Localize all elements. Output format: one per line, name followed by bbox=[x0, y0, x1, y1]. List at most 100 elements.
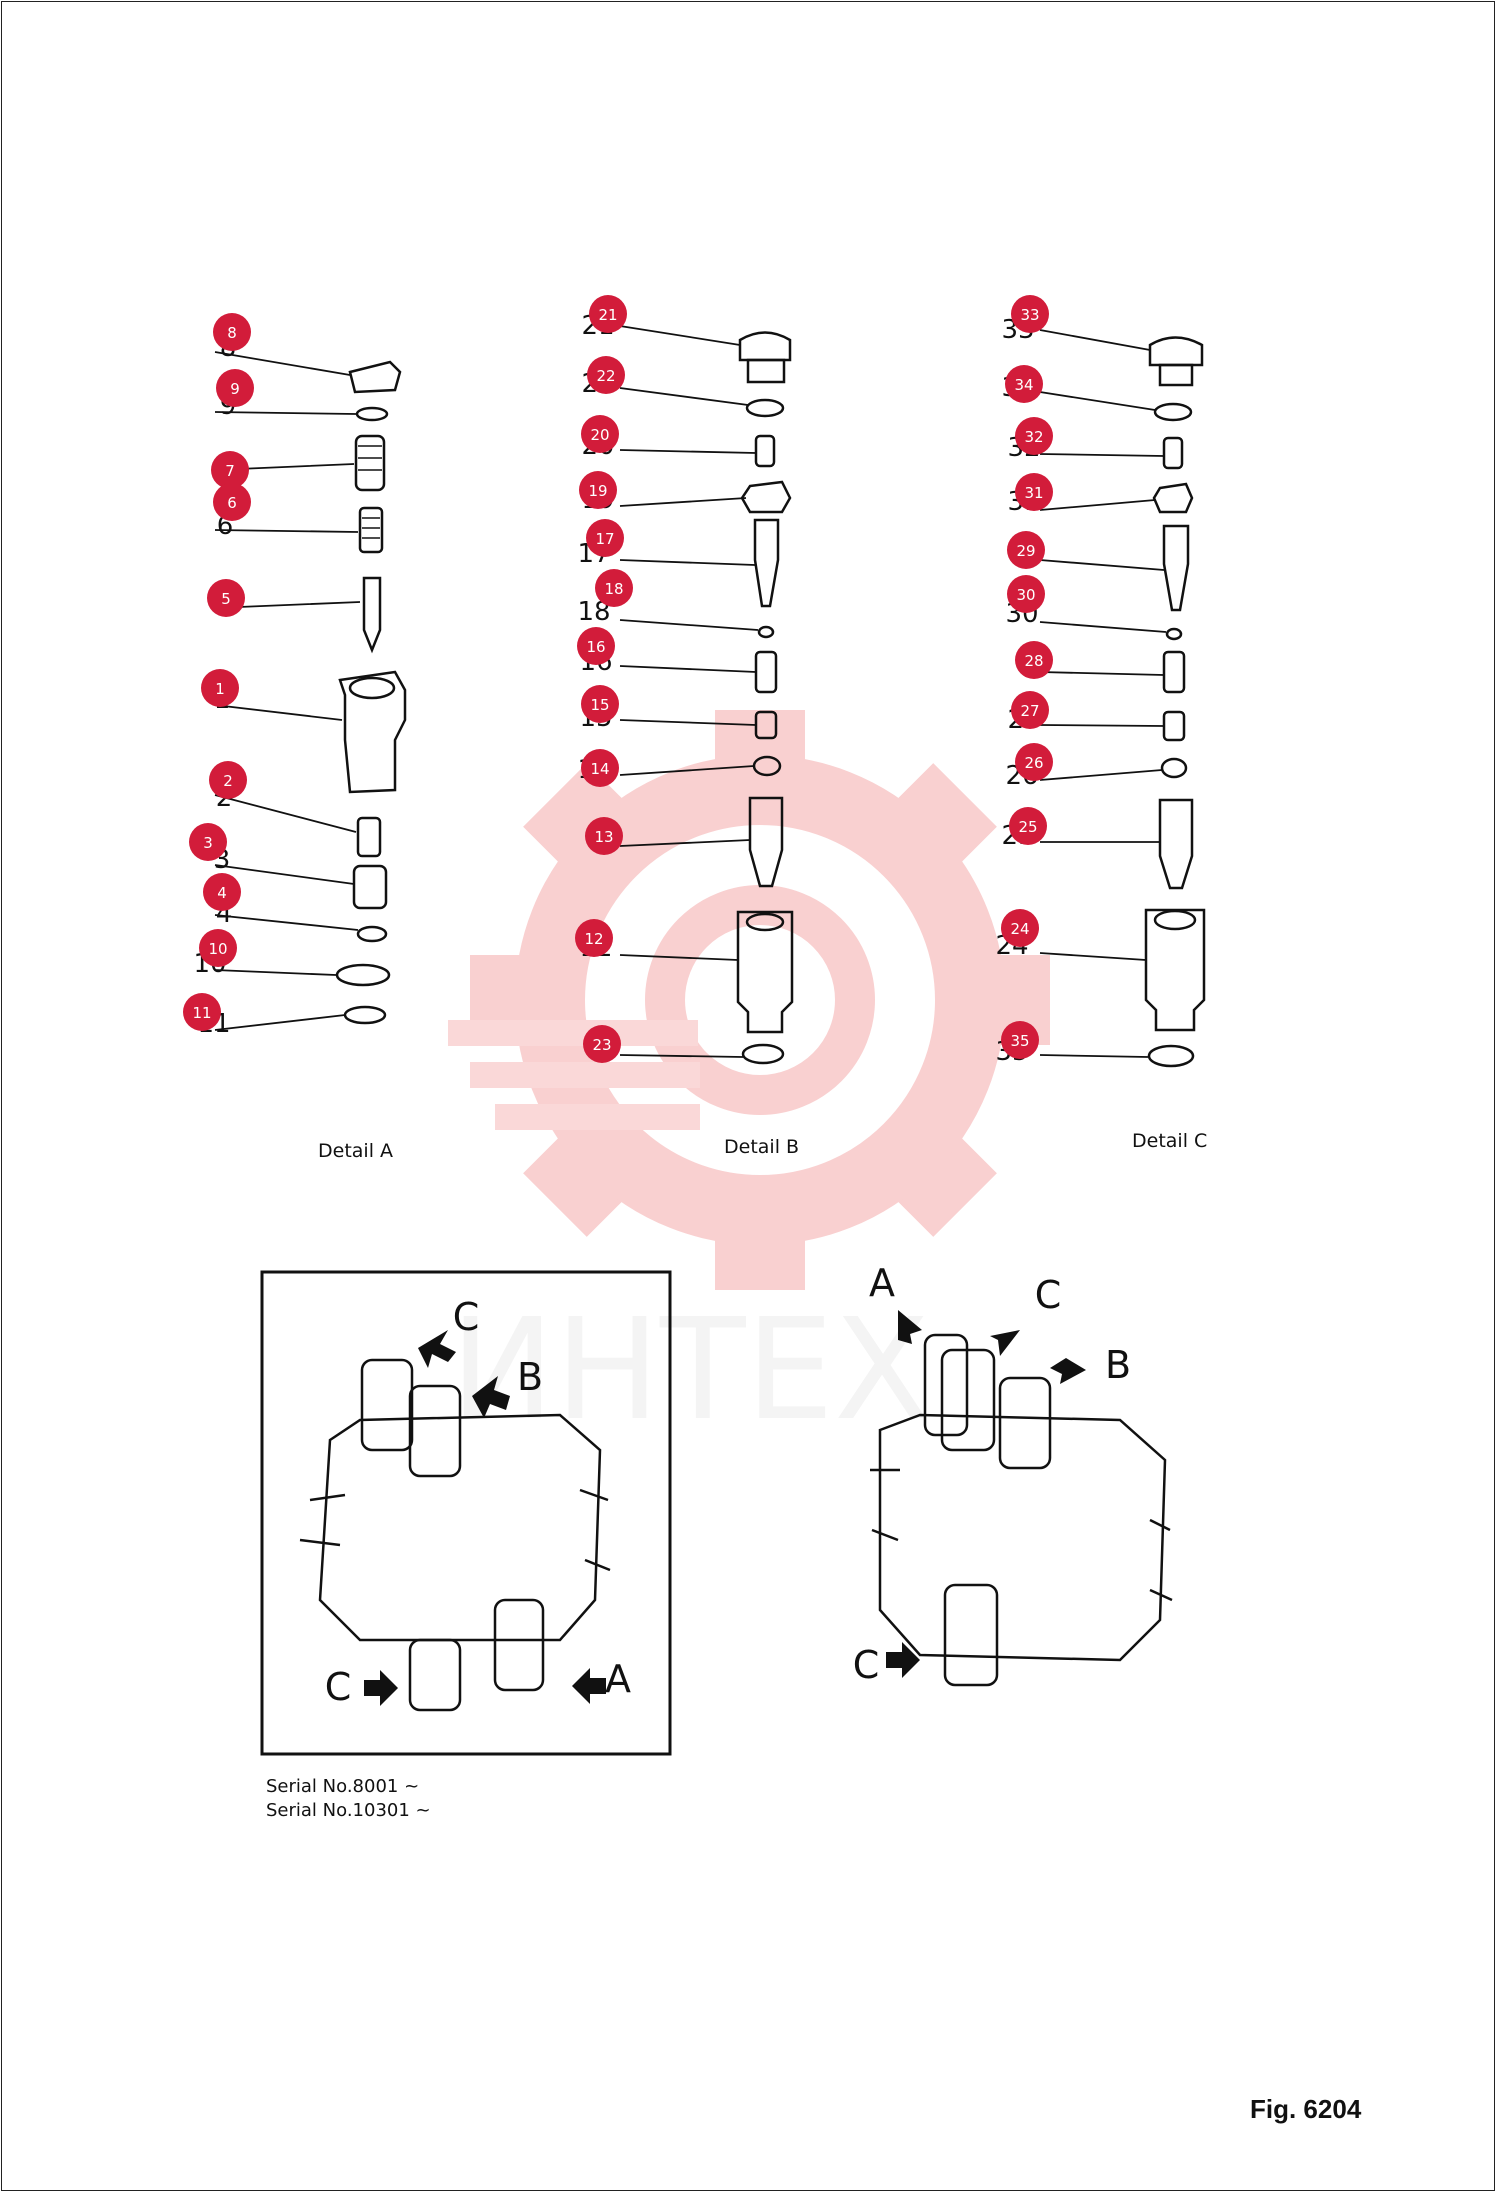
assembly-left-label-c: C bbox=[325, 1665, 352, 1709]
svg-text:26: 26 bbox=[1024, 754, 1043, 772]
svg-text:18: 18 bbox=[604, 580, 623, 598]
assembly-right-label-c: C bbox=[853, 1643, 880, 1687]
callout-badge-17: 17 bbox=[586, 519, 624, 557]
svg-text:24: 24 bbox=[1010, 920, 1029, 938]
callout-badge-35: 35 bbox=[1001, 1021, 1039, 1059]
valve-b-top-right bbox=[998, 1376, 1052, 1470]
callout-badge-29: 29 bbox=[1007, 531, 1045, 569]
assembly-left-label-c: C bbox=[453, 1295, 480, 1339]
callout-badge-8: 8 bbox=[213, 313, 251, 351]
callout-badge-10: 10 bbox=[199, 929, 237, 967]
arrow-c-bottom-right-icon bbox=[886, 1642, 920, 1678]
callout-badge-20: 20 bbox=[581, 415, 619, 453]
callout-badge-25: 25 bbox=[1009, 807, 1047, 845]
svg-text:23: 23 bbox=[592, 1036, 611, 1054]
detail-b-caption: Detail B bbox=[724, 1136, 800, 1158]
callout-badge-7: 7 bbox=[211, 451, 249, 489]
serial-number-1: Serial No.8001 ~ bbox=[266, 1776, 420, 1797]
part-25-sleeve bbox=[1158, 798, 1194, 890]
assembly-left-label-b: B bbox=[517, 1355, 543, 1399]
arrow-c-right-icon bbox=[990, 1330, 1020, 1356]
part-22-ring bbox=[745, 398, 785, 418]
callout-badge-34: 34 bbox=[1005, 365, 1043, 403]
svg-text:35: 35 bbox=[1010, 1032, 1029, 1050]
valve-a-top-right bbox=[923, 1333, 969, 1437]
valve-c-bottom-left bbox=[408, 1638, 462, 1712]
svg-text:1: 1 bbox=[215, 680, 225, 698]
svg-text:3: 3 bbox=[203, 834, 213, 852]
callout-badge-18: 18 bbox=[595, 569, 633, 607]
svg-text:19: 19 bbox=[588, 482, 607, 500]
part-29-stem bbox=[1162, 524, 1190, 612]
figure-number: Fig. 6204 bbox=[1250, 2094, 1362, 2124]
part-26-seat bbox=[1160, 757, 1188, 779]
arrow-a-right-icon bbox=[898, 1310, 922, 1344]
svg-text:13: 13 bbox=[594, 828, 613, 846]
detail-b-parts bbox=[619, 325, 794, 1065]
part-3-poppet bbox=[352, 864, 388, 910]
svg-text:20: 20 bbox=[590, 426, 609, 444]
svg-text:6: 6 bbox=[227, 494, 237, 512]
callout-badge-1: 1 bbox=[201, 669, 239, 707]
valve-b-top-left bbox=[408, 1384, 462, 1478]
callout-badge-4: 4 bbox=[203, 873, 241, 911]
arrow-b-left-icon bbox=[472, 1376, 510, 1418]
svg-text:8: 8 bbox=[227, 324, 237, 342]
svg-text:28: 28 bbox=[1024, 652, 1043, 670]
assembly-right-label-c: C bbox=[1035, 1273, 1062, 1317]
serial-number-2: Serial No.10301 ~ bbox=[266, 1800, 431, 1821]
arrow-c-left-icon bbox=[418, 1330, 456, 1368]
assembly-left-valve-block bbox=[299, 1358, 611, 1712]
detail-a-caption: Detail A bbox=[318, 1140, 394, 1162]
svg-text:16: 16 bbox=[586, 638, 605, 656]
part-5-needle bbox=[362, 576, 382, 654]
assembly-arrows bbox=[364, 1310, 1086, 1706]
assembly-right-valve-block bbox=[870, 1333, 1173, 1687]
part-35-oring bbox=[1147, 1044, 1195, 1068]
arrow-a-bottom-left-icon bbox=[572, 1668, 606, 1704]
part-11-oring bbox=[343, 1005, 387, 1025]
callout-badge-16: 16 bbox=[577, 627, 615, 665]
callout-badge-26: 26 bbox=[1015, 743, 1053, 781]
svg-text:25: 25 bbox=[1018, 818, 1037, 836]
svg-text:22: 22 bbox=[596, 367, 615, 385]
svg-text:17: 17 bbox=[595, 530, 614, 548]
svg-text:27: 27 bbox=[1020, 702, 1039, 720]
part-27-poppet bbox=[1162, 710, 1186, 742]
arrow-c-bottom-left-icon bbox=[364, 1670, 398, 1706]
svg-text:29: 29 bbox=[1016, 542, 1035, 560]
svg-text:2: 2 bbox=[223, 772, 233, 790]
svg-text:12: 12 bbox=[584, 930, 603, 948]
callout-badge-2: 2 bbox=[209, 761, 247, 799]
callout-badge-6: 6 bbox=[213, 483, 251, 521]
valve-c-bottom-right bbox=[943, 1583, 999, 1687]
callout-badge-3: 3 bbox=[189, 823, 227, 861]
watermark-text: ИНТЕХ bbox=[450, 1289, 930, 1452]
part-1-body bbox=[338, 670, 407, 794]
part-13-sleeve bbox=[748, 796, 784, 888]
valve-c-top-right bbox=[940, 1348, 996, 1452]
svg-text:32: 32 bbox=[1024, 428, 1043, 446]
callout-badge-22: 22 bbox=[587, 356, 625, 394]
part-28-spring bbox=[1162, 650, 1186, 694]
part-9-ring bbox=[355, 406, 389, 422]
assembly-right-label-a: A bbox=[869, 1261, 895, 1305]
part-16-spring bbox=[754, 650, 778, 694]
assembly-right-label-b: B bbox=[1105, 1343, 1131, 1387]
svg-text:4: 4 bbox=[217, 884, 227, 902]
callout-badge-5: 5 bbox=[207, 579, 245, 617]
callout-badge-23: 23 bbox=[583, 1025, 621, 1063]
svg-text:14: 14 bbox=[590, 760, 609, 778]
svg-text:10: 10 bbox=[208, 940, 227, 958]
part-33-cap bbox=[1148, 336, 1204, 367]
callout-badge-33: 33 bbox=[1011, 295, 1049, 333]
part-4-washer bbox=[356, 925, 388, 943]
callout-badge-31: 31 bbox=[1015, 473, 1053, 511]
part-20-spring bbox=[754, 434, 776, 468]
callout-badge-15: 15 bbox=[581, 685, 619, 723]
arrow-b-right-icon bbox=[1050, 1358, 1086, 1384]
assembly-left-label-a: A bbox=[605, 1657, 631, 1701]
